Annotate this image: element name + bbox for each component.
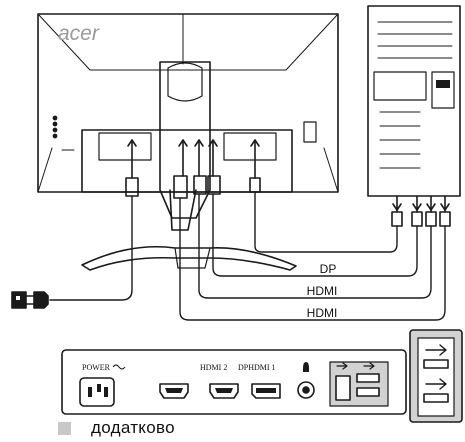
dp-cable-label: DP [320, 262, 337, 276]
hdmi-cable-label-a: HDMI [307, 284, 338, 298]
dp-hdmi1-port-label: DPHDMI 1 [238, 363, 276, 372]
hdmi-cable-label-b: HDMI [307, 306, 338, 320]
power-socket-icon [79, 377, 115, 407]
audio-cable [254, 191, 398, 253]
brand-logo: acer [58, 22, 100, 45]
pc-connectors [391, 195, 451, 227]
hdmi2-port-label: HDMI 2 [200, 363, 227, 372]
power-plug-icon [11, 291, 49, 309]
monitor-connectors [125, 139, 261, 199]
hdmi-cable-a [198, 193, 432, 299]
port-panel [61, 349, 407, 415]
cables [49, 191, 446, 321]
power-port-label: POWER [82, 363, 111, 372]
usb-ports-optional [329, 361, 389, 407]
hdmi2-port-icon [159, 383, 189, 399]
audio-jack-icon [297, 362, 315, 399]
legend: додатково [58, 418, 175, 438]
dp-port-icon [251, 383, 281, 399]
dp-cable [212, 193, 418, 277]
optional-usb-panel [409, 329, 463, 423]
pc-tower [367, 5, 461, 197]
ac-symbol-icon [112, 364, 126, 370]
hdmi1-port-icon [209, 383, 239, 399]
hdmi-cable-b [179, 197, 446, 321]
power-cable [49, 195, 133, 301]
optional-swatch [58, 421, 71, 435]
legend-optional-label: додатково [91, 418, 175, 437]
monitor-stand [81, 61, 297, 271]
